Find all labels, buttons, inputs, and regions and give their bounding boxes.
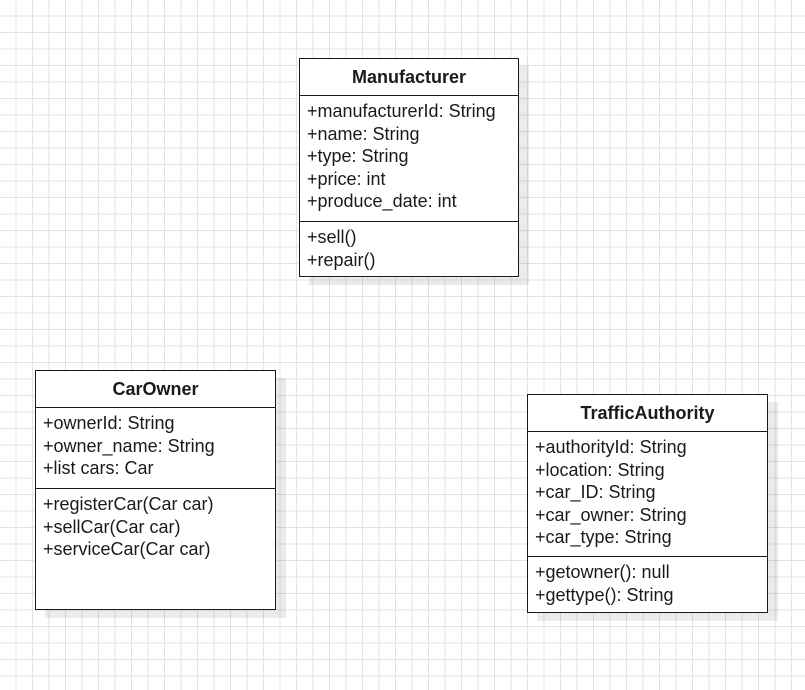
class-trafficauthority[interactable]: TrafficAuthority +authorityId: String +l… <box>527 394 768 613</box>
attributes-section: +ownerId: String +owner_name: String +li… <box>36 408 275 489</box>
method: +sellCar(Car car) <box>43 516 181 537</box>
attribute: +ownerId: String <box>43 413 175 433</box>
attribute: +manufacturerId: String <box>307 101 496 121</box>
attribute: +price: int <box>307 168 386 189</box>
method: +gettype(): String <box>535 584 674 605</box>
methods-section: +getowner(): null +gettype(): String <box>528 557 767 610</box>
method: +sell() <box>307 227 357 247</box>
attributes-section: +authorityId: String +location: String +… <box>528 432 767 557</box>
attribute: +car_ID: String <box>535 482 656 502</box>
attribute: +location: String <box>535 459 665 480</box>
method: +registerCar(Car car) <box>43 494 214 514</box>
method: +repair() <box>307 249 376 270</box>
class-name: CarOwner <box>36 371 275 408</box>
attribute: +car_owner: String <box>535 504 687 525</box>
class-manufacturer[interactable]: Manufacturer +manufacturerId: String +na… <box>299 58 519 277</box>
attribute: +car_type: String <box>535 527 672 547</box>
class-carowner[interactable]: CarOwner +ownerId: String +owner_name: S… <box>35 370 276 610</box>
methods-section: +registerCar(Car car) +sellCar(Car car) … <box>36 489 275 565</box>
attribute: +authorityId: String <box>535 437 687 457</box>
attribute: +name: String <box>307 123 420 144</box>
attribute: +type: String <box>307 146 409 166</box>
class-name: Manufacturer <box>300 59 518 96</box>
attribute: +list cars: Car <box>43 458 154 478</box>
method: +serviceCar(Car car) <box>43 539 211 559</box>
method: +getowner(): null <box>535 562 670 582</box>
attributes-section: +manufacturerId: String +name: String +t… <box>300 96 518 222</box>
attribute: +owner_name: String <box>43 435 215 456</box>
attribute: +produce_date: int <box>307 191 457 211</box>
methods-section: +sell() +repair() <box>300 222 518 275</box>
class-name: TrafficAuthority <box>528 395 767 432</box>
